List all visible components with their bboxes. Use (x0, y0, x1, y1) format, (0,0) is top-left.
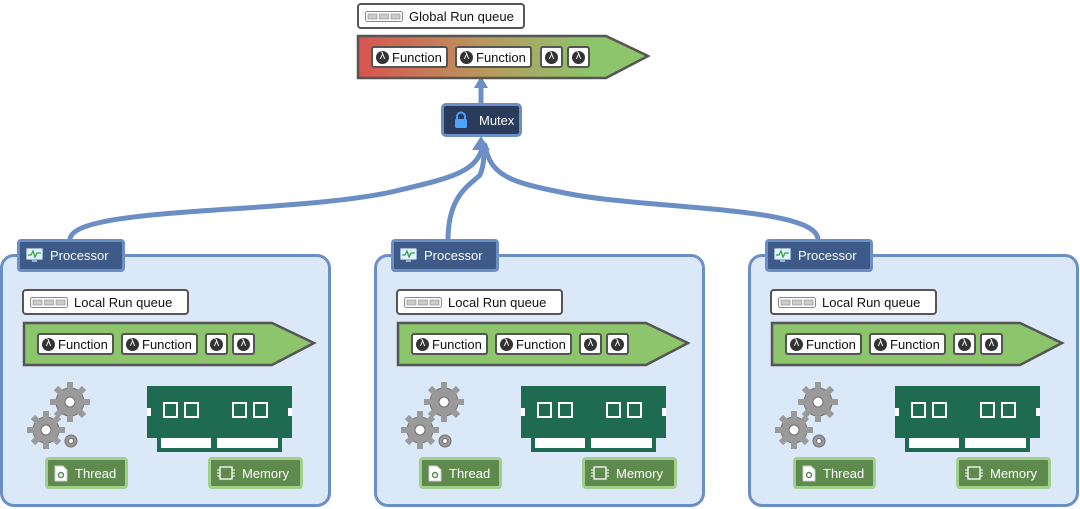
local-queue-title-3: Local Run queue (770, 289, 937, 315)
lambda-icon: λ (460, 50, 473, 64)
local-queue-3-function-2: λ Function (869, 333, 946, 355)
chip-icon (965, 466, 983, 480)
local-queue-2-lambda-4: λ (606, 333, 629, 355)
lambda-icon: λ (376, 50, 389, 64)
document-thread-icon (428, 465, 442, 481)
mutex-box: Mutex (441, 103, 522, 137)
run-queue-icon (365, 10, 403, 22)
local-queue-1-function-2: λ Function (121, 333, 198, 355)
local-queue-1-function-1: λ Function (37, 333, 114, 355)
local-queue-3-function-1: λ Function (785, 333, 862, 355)
lambda-icon: λ (985, 337, 998, 351)
processor-label-3: Processor (798, 248, 857, 263)
local-queue-1-lambda-4: λ (232, 333, 255, 355)
processor-tab-3: Processor (765, 239, 873, 272)
memory-module-icon (521, 386, 666, 452)
global-queue-lambda-4: λ (567, 46, 590, 68)
local-queue-title-1: Local Run queue (22, 289, 189, 315)
lambda-icon: λ (500, 337, 513, 351)
memory-tag-2: Memory (582, 457, 677, 489)
lambda-icon: λ (572, 50, 585, 64)
lock-icon (455, 111, 467, 128)
global-queue-title: Global Run queue (357, 3, 525, 29)
gears-icon (775, 382, 838, 449)
run-queue-icon (30, 296, 68, 308)
lambda-icon: λ (416, 337, 429, 351)
memory-tag-1: Memory (208, 457, 303, 489)
mutex-label: Mutex (479, 112, 515, 128)
local-queue-title-2: Local Run queue (396, 289, 563, 315)
arrowhead-global (474, 76, 488, 88)
thread-tag-1: Thread (45, 457, 128, 489)
processor-label-2: Processor (424, 248, 483, 263)
lambda-icon: λ (958, 337, 971, 351)
processor-label-1: Processor (50, 248, 109, 263)
local-queue-2-function-2: λ Function (495, 333, 572, 355)
global-queue-function-2: λ Function (455, 46, 532, 68)
processor-tab-2: Processor (391, 239, 499, 272)
lambda-icon: λ (611, 337, 624, 351)
local-queue-3-lambda-3: λ (953, 333, 976, 355)
monitor-icon (400, 248, 417, 262)
lambda-icon: λ (126, 337, 139, 351)
run-queue-icon (778, 296, 816, 308)
lambda-icon: λ (874, 337, 887, 351)
chip-icon (591, 466, 609, 480)
global-queue-lambda-3: λ (540, 46, 563, 68)
chip-icon (217, 466, 235, 480)
lambda-icon: λ (790, 337, 803, 351)
lambda-icon: λ (584, 337, 597, 351)
lambda-icon: λ (545, 50, 558, 64)
local-queue-2-lambda-3: λ (579, 333, 602, 355)
connector-processor-1 (67, 142, 486, 243)
lambda-icon: λ (42, 337, 55, 351)
document-thread-icon (802, 465, 816, 481)
lambda-icon: λ (237, 337, 250, 351)
connector-processor-2 (445, 142, 487, 243)
gears-icon (27, 382, 90, 449)
memory-module-icon (895, 386, 1040, 452)
thread-tag-2: Thread (419, 457, 502, 489)
document-thread-icon (54, 465, 68, 481)
local-queue-3-lambda-4: λ (980, 333, 1003, 355)
local-queue-2-function-1: λ Function (411, 333, 488, 355)
lambda-icon: λ (210, 337, 223, 351)
memory-module-icon (147, 386, 292, 452)
gears-icon (401, 382, 464, 449)
monitor-icon (26, 248, 43, 262)
run-queue-icon (404, 296, 442, 308)
monitor-icon (774, 248, 791, 262)
local-queue-1-lambda-3: λ (205, 333, 228, 355)
processor-tab-1: Processor (17, 239, 125, 272)
connector-processor-3 (482, 142, 821, 243)
thread-tag-3: Thread (793, 457, 876, 489)
global-queue-function-1: λ Function (371, 46, 448, 68)
arrowhead-mutex (472, 136, 490, 150)
global-queue-title-text: Global Run queue (409, 8, 514, 24)
memory-tag-3: Memory (956, 457, 1051, 489)
